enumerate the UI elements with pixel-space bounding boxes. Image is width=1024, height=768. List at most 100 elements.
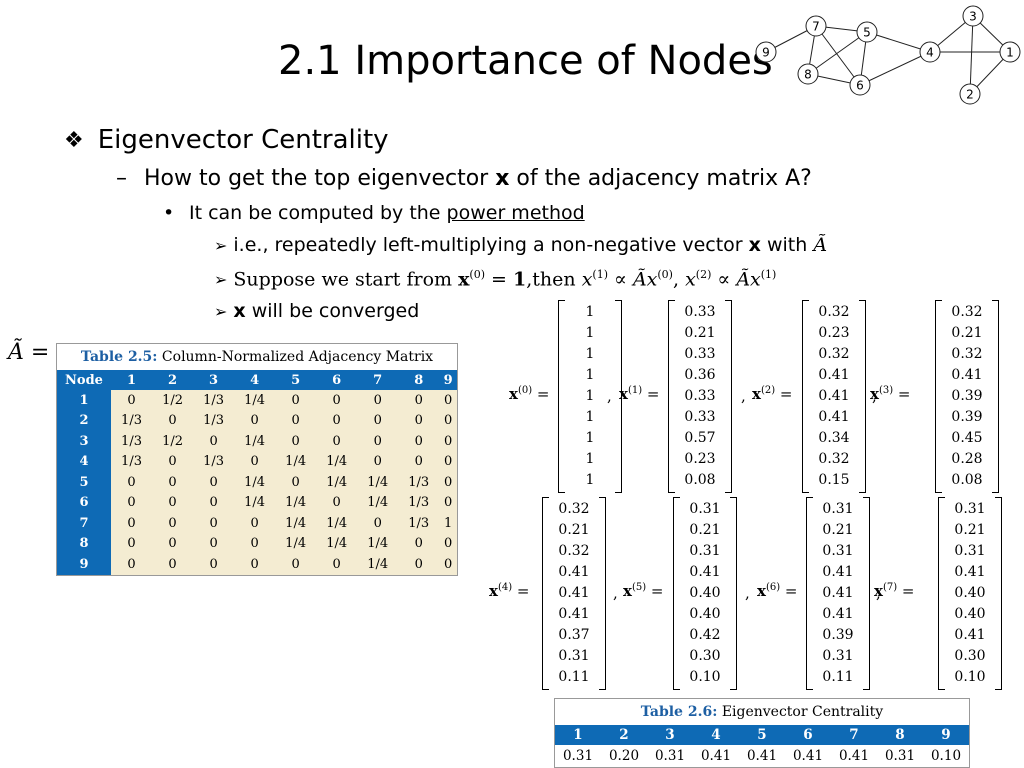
arrow-bullet-icon: ➢ xyxy=(214,236,228,255)
table-cell: 0 xyxy=(127,392,136,408)
table-cell: 1/3 xyxy=(408,474,430,490)
bullet-text: Suppose we start from xyxy=(233,268,459,291)
graph-node-1: 1 xyxy=(999,41,1021,63)
table-cell: 0.31 xyxy=(884,748,916,764)
graph-node-8: 8 xyxy=(797,63,819,85)
bullet-level2: –How to get the top eigenvector x of the… xyxy=(116,166,812,191)
table-cell: 0.41 xyxy=(792,748,824,764)
table-cell: 1/4 xyxy=(244,433,266,449)
vector-value: 0.37 xyxy=(558,627,590,643)
table-cell: 1/3 xyxy=(121,433,142,449)
vector-value: 0.21 xyxy=(822,522,854,538)
vector-superscript: (5) xyxy=(631,581,647,593)
left-bracket xyxy=(558,300,565,493)
graph-edge xyxy=(859,51,931,86)
vector-value: 0.41 xyxy=(954,627,986,643)
vector-value: 1 xyxy=(585,325,595,341)
table-cell: 0.41 xyxy=(746,748,778,764)
vector-value: 0.41 xyxy=(818,367,850,383)
vector-separator: , xyxy=(613,583,618,602)
vector-value: 0.32 xyxy=(818,304,850,320)
table-cell: 0 xyxy=(127,495,136,511)
table-cell: 0 xyxy=(414,556,423,572)
vector-value: 0.41 xyxy=(558,564,590,580)
dash-bullet-icon: – xyxy=(116,166,127,191)
table-header-cell: 6 xyxy=(316,370,358,390)
bullet-eigenvector-centrality: Eigenvector Centrality xyxy=(97,125,389,155)
table-header-cell: 2 xyxy=(152,370,194,390)
table-cell: 0.31 xyxy=(654,748,686,764)
table-cell: 0 xyxy=(127,556,136,572)
svg-text:6: 6 xyxy=(856,79,864,93)
vector-separator: , xyxy=(607,386,612,405)
table-cell: 0 xyxy=(168,413,177,429)
table-cell: 1/3 xyxy=(203,392,225,408)
bold-x: x xyxy=(748,234,761,256)
table-cell: 0 xyxy=(332,433,341,449)
math-sup: (1) xyxy=(592,268,608,281)
table-cell: 0 xyxy=(373,413,382,429)
math-sup: (1) xyxy=(760,268,777,281)
vector-value: 0.11 xyxy=(558,669,590,685)
vector-name: x xyxy=(874,581,883,600)
table-header-cell: 5 xyxy=(275,370,317,390)
vector-value: 0.40 xyxy=(954,606,986,622)
vector-value: 0.21 xyxy=(951,325,983,341)
table-cell: 1/4 xyxy=(285,536,307,552)
table-cell: 0 xyxy=(291,392,300,408)
vector-name: x xyxy=(752,384,761,403)
table-header-cell: 2 xyxy=(601,725,647,745)
vector-value: 0.40 xyxy=(954,585,986,601)
table-cell: 0 xyxy=(291,474,300,490)
bullet-level4-multiply: ➢ i.e., repeatedly left-multiplying a no… xyxy=(214,234,827,256)
vector-value: 1 xyxy=(585,388,595,404)
arrow-bullet-icon: ➢ xyxy=(214,302,228,321)
equals-sign: = xyxy=(646,581,664,600)
equals-sign: = xyxy=(897,581,915,600)
table-cell: 0 xyxy=(168,495,177,511)
table-header-cell: 3 xyxy=(647,725,693,745)
svg-text:1: 1 xyxy=(1006,46,1014,60)
math-comma: , xyxy=(672,268,686,291)
row-header-cell: 8 xyxy=(57,533,111,554)
slide-title: 2.1 Importance of Nodes xyxy=(278,38,773,84)
table-column-normalized-adjacency: Table 2.5: Column-Normalized Adjacency M… xyxy=(56,343,458,576)
table-cell: 1/2 xyxy=(162,392,183,408)
vector-value: 0.32 xyxy=(558,501,590,517)
right-bracket xyxy=(615,300,622,493)
arrow-bullet-icon: ➢ xyxy=(214,270,228,290)
vector-value: 0.32 xyxy=(951,346,983,362)
equals-sign: = xyxy=(893,384,911,403)
vector-separator: , xyxy=(745,583,750,602)
vector-value: 1 xyxy=(585,304,595,320)
table-cell: 0 xyxy=(443,433,453,449)
vector-value: 0.21 xyxy=(558,522,590,538)
table-caption-text: Column-Normalized Adjacency Matrix xyxy=(161,349,434,365)
power-method-link[interactable]: power method xyxy=(446,202,585,224)
vector-value: 0.32 xyxy=(558,543,590,559)
math-sup: (0) xyxy=(657,268,673,281)
vector-value: 0.57 xyxy=(684,430,716,446)
table-cell: 0 xyxy=(168,515,177,531)
table-cell: 0 xyxy=(373,515,382,531)
bullet-text: i.e., repeatedly left-multiplying a non-… xyxy=(233,234,749,256)
table-header-cell: 1 xyxy=(111,370,153,390)
table-cell: 0 xyxy=(250,413,259,429)
row-header-cell: 6 xyxy=(57,492,111,513)
vector-label: x(3) = xyxy=(870,385,910,403)
math-x: x xyxy=(581,268,593,291)
table-cell: 0 xyxy=(250,536,259,552)
vector-value: 0.36 xyxy=(684,367,716,383)
bullet-level4-converged: ➢ x will be converged xyxy=(214,300,419,322)
table-cell: 0.20 xyxy=(608,748,640,764)
vector-value: 0.40 xyxy=(689,606,721,622)
table-cell: 0 xyxy=(209,515,218,531)
right-bracket xyxy=(730,497,737,690)
